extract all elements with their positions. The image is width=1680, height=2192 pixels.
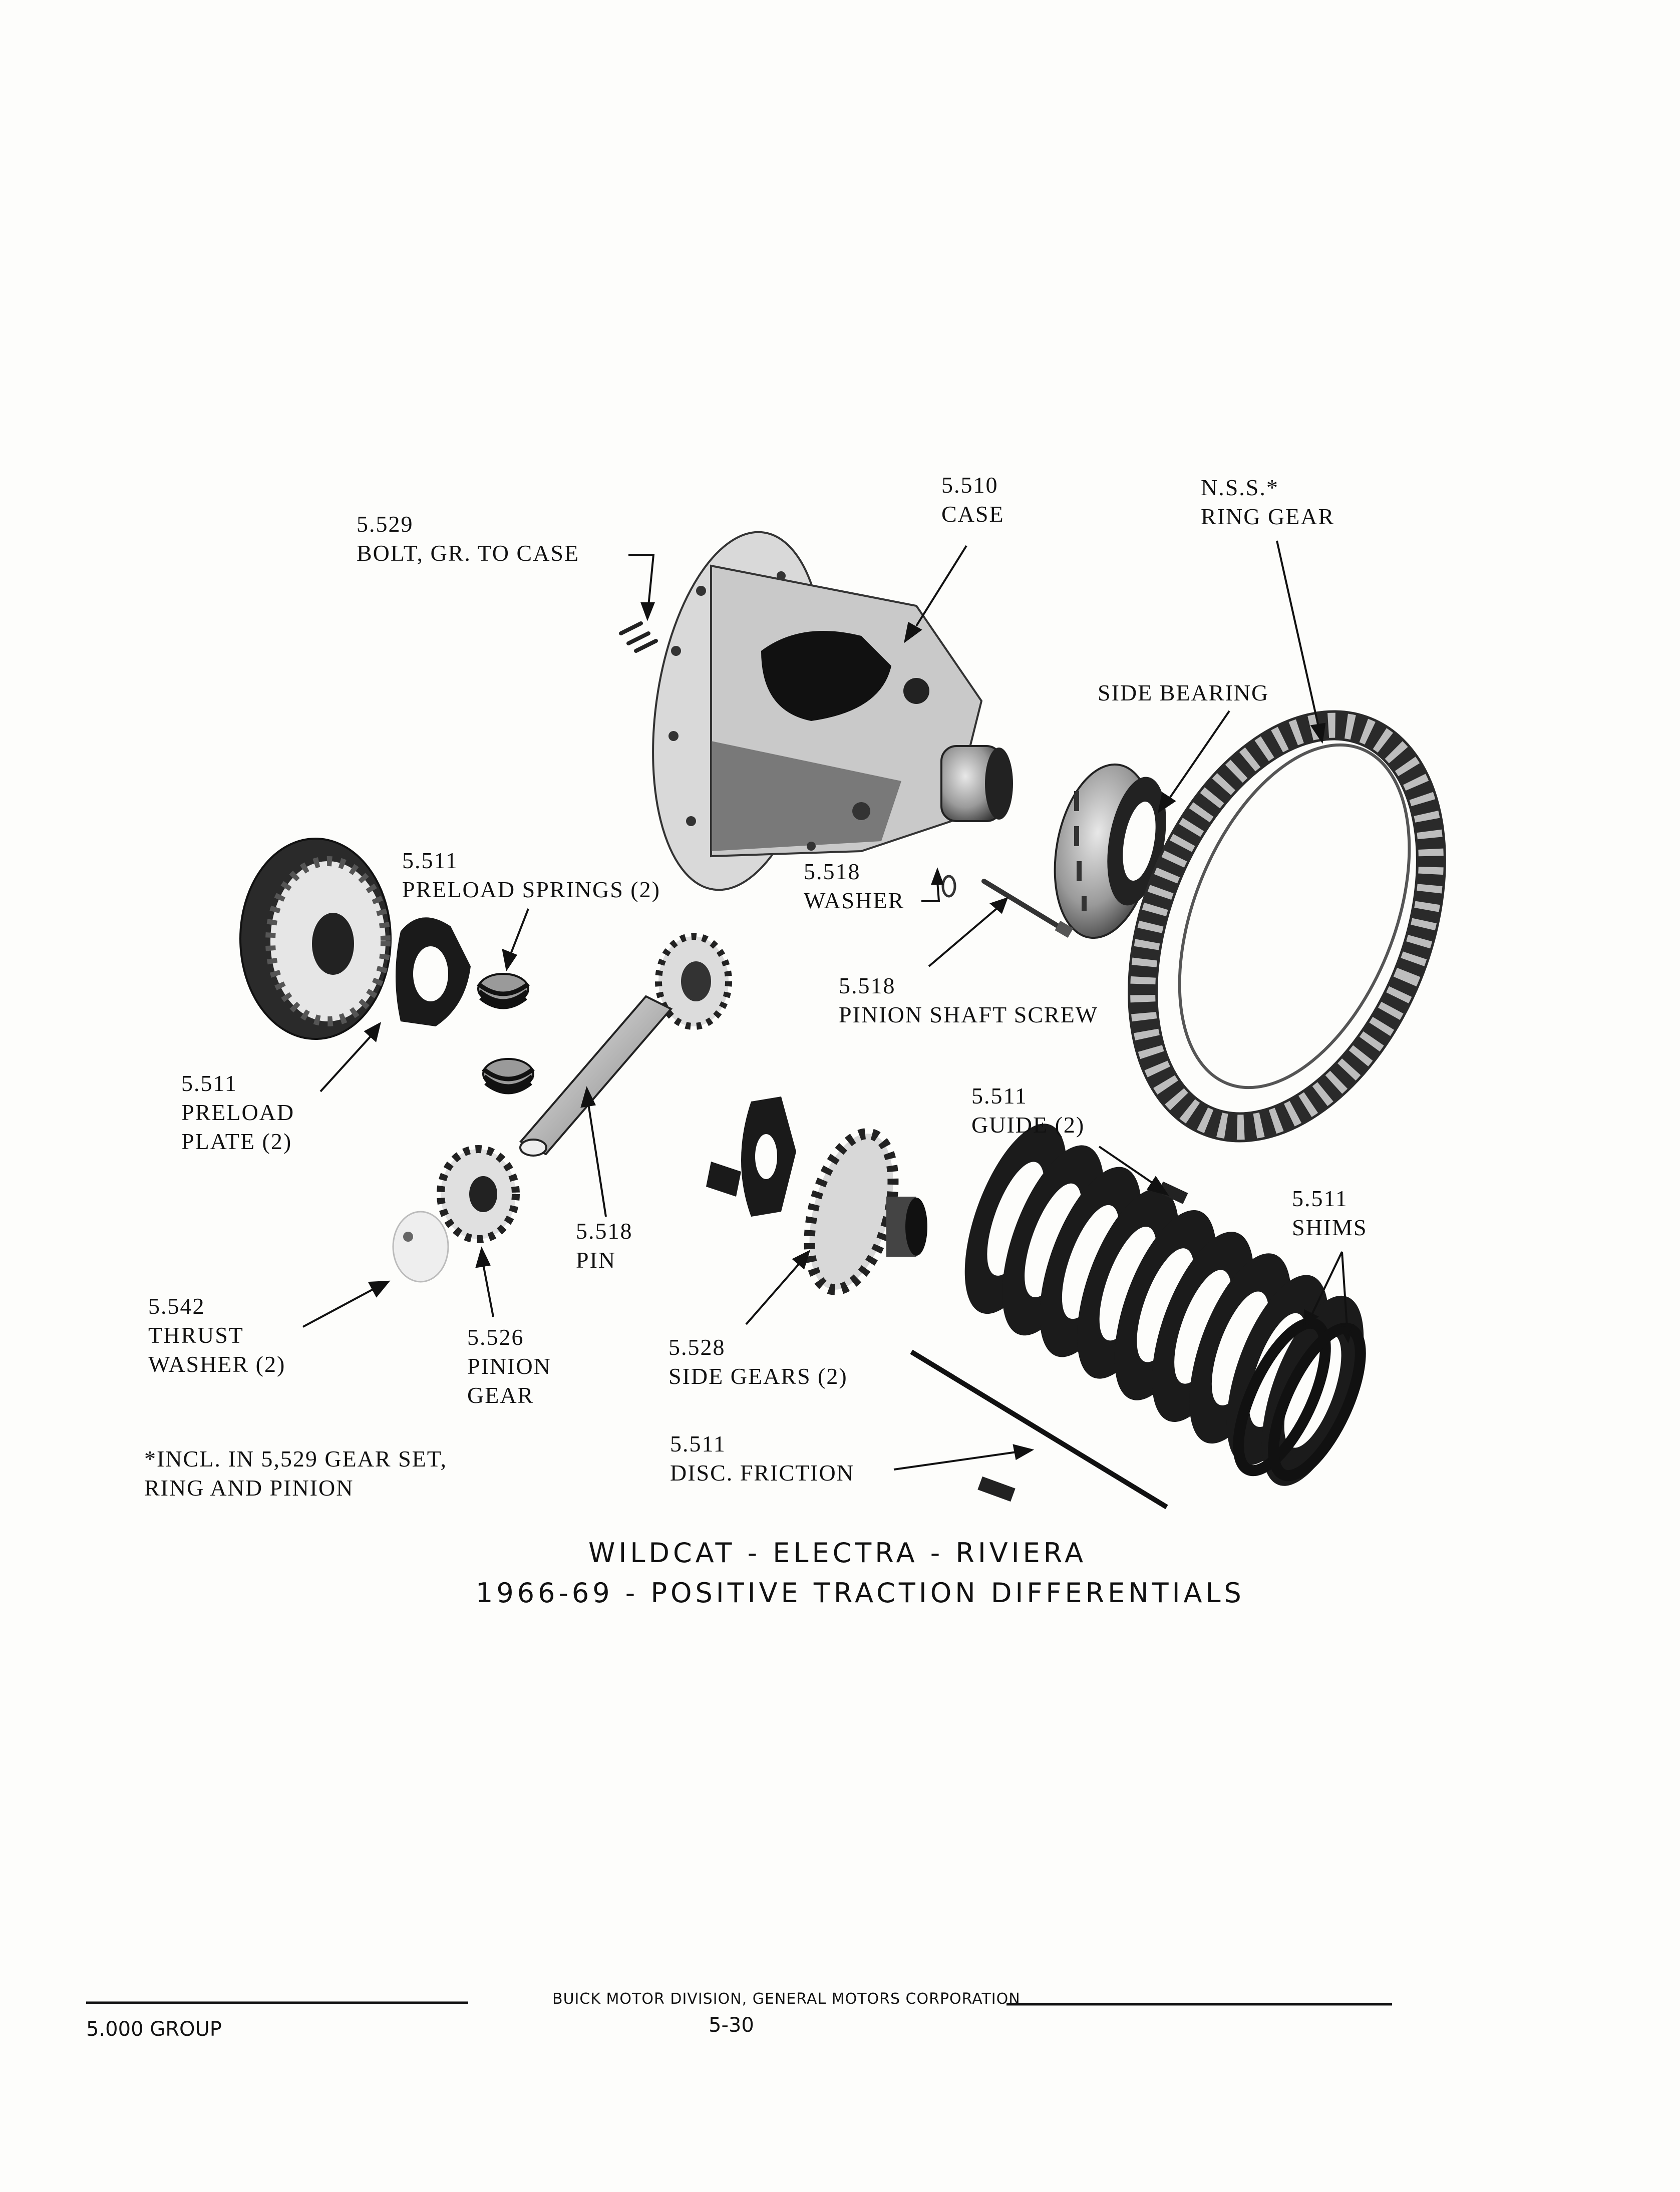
- label-ring-gear-number: N.S.S.*: [1201, 475, 1279, 500]
- label-side-gears-text: SIDE GEARS (2): [668, 1363, 848, 1389]
- label-disc-friction-number: 5.511: [670, 1431, 726, 1456]
- label-preload-plate-number: 5.511: [181, 1070, 237, 1096]
- label-ring-gear-text: RING GEAR: [1201, 504, 1335, 529]
- label-pinion-shaft-screw-number: 5.518: [839, 973, 896, 998]
- pin-shaft: [519, 995, 673, 1157]
- footnote: *INCL. IN 5,529 GEAR SET, RING AND PINION: [144, 1444, 447, 1503]
- label-bolt-number: 5.529: [357, 511, 414, 537]
- label-pinion-gear-number: 5.526: [467, 1324, 524, 1350]
- label-preload-springs-text: PRELOAD SPRINGS (2): [402, 877, 660, 902]
- footer-page-number: 5-30: [709, 2014, 754, 2037]
- footer-company: BUICK MOTOR DIVISION, GENERAL MOTORS COR…: [552, 1990, 1021, 2008]
- ring-gear: [1128, 710, 1446, 1143]
- right-preload-plate: [706, 1097, 796, 1217]
- left-side-gear: [239, 838, 392, 1040]
- label-guide-text: GUIDE (2): [971, 1112, 1085, 1138]
- label-preload-springs-number: 5.511: [402, 848, 458, 873]
- differential-case: [652, 531, 1013, 891]
- label-pinion-gear-line1: PINION: [467, 1353, 551, 1379]
- label-side-bearing: SIDE BEARING: [1098, 678, 1269, 707]
- preload-springs: [477, 973, 535, 1094]
- label-pinion-gear-line2: GEAR: [467, 1382, 534, 1408]
- page-title-line1: WILDCAT - ELECTRA - RIVIERA: [588, 1537, 1087, 1569]
- label-preload-plate-line2: PLATE (2): [181, 1129, 292, 1154]
- label-thrust-washer-line2: WASHER (2): [148, 1351, 286, 1377]
- label-washer-number: 5.518: [804, 859, 861, 884]
- footnote-line1: *INCL. IN 5,529 GEAR SET,: [144, 1446, 447, 1472]
- label-ring-gear: N.S.S.* RING GEAR: [1201, 473, 1334, 531]
- label-washer-text: WASHER: [804, 888, 905, 913]
- label-case-text: CASE: [941, 501, 1004, 527]
- label-side-gears-number: 5.528: [668, 1334, 726, 1360]
- label-pinion-shaft-screw-text: PINION SHAFT SCREW: [839, 1002, 1099, 1027]
- label-preload-plate-line1: PRELOAD: [181, 1100, 295, 1125]
- label-bolt-text: BOLT, GR. TO CASE: [357, 540, 580, 566]
- footnote-line2: RING AND PINION: [144, 1475, 354, 1501]
- footer-group: 5.000 GROUP: [86, 2018, 222, 2041]
- label-shims-text: SHIMS: [1292, 1215, 1368, 1240]
- clutch-disc-pack: [910, 1124, 1366, 1510]
- label-pin-number: 5.518: [576, 1218, 633, 1244]
- side-bearing: [1054, 763, 1166, 939]
- label-side-bearing-text: SIDE BEARING: [1098, 680, 1269, 705]
- washer-part: [941, 875, 956, 898]
- right-side-gear: [804, 1128, 927, 1295]
- pinion-gear-bottom: [437, 1145, 520, 1243]
- leader-arrows: [302, 540, 1355, 1471]
- page-title-line2: 1966-69 - POSITIVE TRACTION DIFFERENTIAL…: [476, 1577, 1245, 1609]
- pinion-gear-top: [655, 933, 732, 1030]
- label-guide-number: 5.511: [971, 1083, 1028, 1109]
- label-disc-friction-text: DISC. FRICTION: [670, 1460, 854, 1486]
- label-pin-text: PIN: [576, 1247, 616, 1273]
- label-thrust-washer-number: 5.542: [148, 1293, 205, 1319]
- label-shims-number: 5.511: [1292, 1186, 1348, 1211]
- preload-plate: [396, 917, 471, 1026]
- pinion-shaft-screw: [981, 879, 1074, 938]
- thrust-washer: [392, 1211, 449, 1283]
- bolt-group: [619, 621, 658, 653]
- label-thrust-washer-line1: THRUST: [148, 1322, 244, 1348]
- label-case-number: 5.510: [941, 472, 998, 498]
